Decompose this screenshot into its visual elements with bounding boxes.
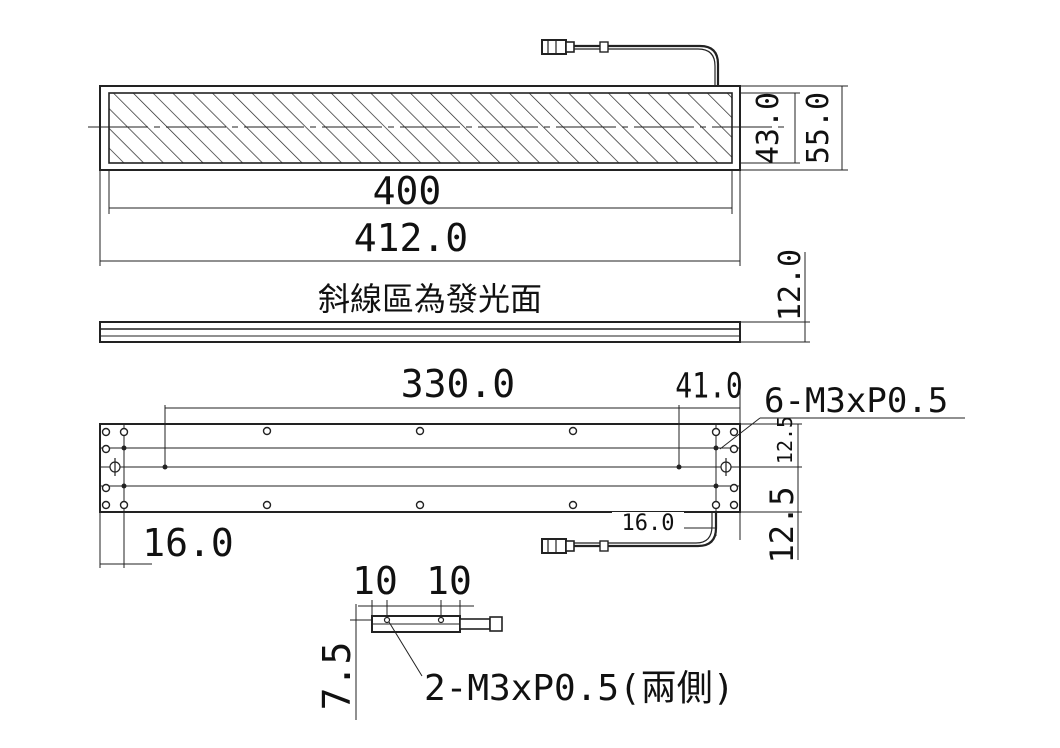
bottom-view: 330.0 41.0 6-M3xP0.5 12.5 12.5: [99, 362, 965, 568]
side-thickness-dim: 12.0: [740, 249, 810, 343]
top-width-dims: 400 412.0: [99, 169, 741, 266]
screw-hole: [101, 427, 111, 437]
cable-offset-dim: 16.0: [612, 511, 741, 540]
end-hole-right: [437, 616, 445, 624]
screw-hole: [101, 500, 111, 510]
dim-width-emitting: 400: [373, 169, 442, 213]
end-callout-leader: [388, 621, 423, 677]
dim-hole-span: 330.0: [401, 362, 515, 406]
end-height-dim: 7.5: [315, 604, 372, 720]
emitting-area: [108, 92, 733, 164]
bottom-screw-holes: [101, 426, 739, 510]
screw-hole: [729, 444, 739, 454]
screw-hole: [119, 427, 129, 437]
top-view: 43.0 55.0 400 412.0: [88, 39, 848, 266]
mount-hole: [713, 445, 719, 451]
dim-hole-pitch-lower: 12.5: [763, 486, 801, 563]
end-hole-left: [383, 616, 391, 624]
screw-hole: [101, 444, 111, 454]
mount-hole: [713, 483, 719, 489]
end-holes: [109, 458, 732, 476]
end-view: 10 10 7.5 2-M3xP0.5(兩側): [315, 559, 734, 720]
dim-height-outer: 55.0: [801, 92, 836, 164]
screw-hole: [119, 500, 129, 510]
hole-offset-right-dim: 41.0: [675, 367, 743, 424]
side-body: [99, 321, 741, 343]
screw-hole: [729, 483, 739, 493]
end-hole-callout: 2-M3xP0.5(兩側): [424, 668, 734, 709]
dim-cable-offset: 16.0: [622, 511, 675, 536]
bottom-connector: [541, 538, 609, 554]
mount-hole: [121, 483, 127, 489]
screw-hole: [729, 427, 739, 437]
mounting-holes: [121, 445, 719, 489]
screw-hole: [711, 427, 721, 437]
hole-pitch-dims: 12.5 12.5: [740, 416, 802, 564]
dim-end-height: 7.5: [315, 642, 359, 711]
dim-end-right: 10: [426, 559, 472, 603]
hole-callout: 6-M3xP0.5: [764, 381, 948, 421]
emitting-area-note: 斜線區為發光面: [318, 280, 542, 318]
screw-hole: [729, 500, 739, 510]
screw-hole: [262, 500, 272, 510]
screw-hole: [262, 426, 272, 436]
dim-end-left: 10: [352, 559, 398, 603]
top-height-dims: 43.0 55.0: [740, 85, 848, 171]
hole-span-dim: 330.0: [164, 362, 680, 467]
screw-hole: [568, 500, 578, 510]
dim-hole-offset-right: 41.0: [675, 367, 742, 407]
end-width-dims: 10 10: [352, 559, 474, 616]
screw-hole: [711, 500, 721, 510]
mount-hole: [121, 445, 127, 451]
screw-hole: [568, 426, 578, 436]
dim-left-offset: 16.0: [142, 521, 234, 565]
left-offset-dim: 16.0: [99, 512, 234, 568]
dim-width-total: 412.0: [354, 216, 468, 260]
dim-hole-pitch-upper: 12.5: [773, 416, 797, 464]
side-view: 斜線區為發光面 12.0: [99, 249, 810, 343]
top-connector: [541, 39, 609, 55]
bottom-body-outline: [99, 423, 741, 513]
dim-thickness: 12.0: [773, 249, 808, 321]
hole-callout-group: 6-M3xP0.5: [719, 381, 965, 450]
top-cable: [574, 44, 720, 86]
screw-hole: [101, 483, 111, 493]
screw-hole: [415, 500, 425, 510]
dim-height-inner: 43.0: [751, 92, 786, 164]
screw-hole: [415, 426, 425, 436]
